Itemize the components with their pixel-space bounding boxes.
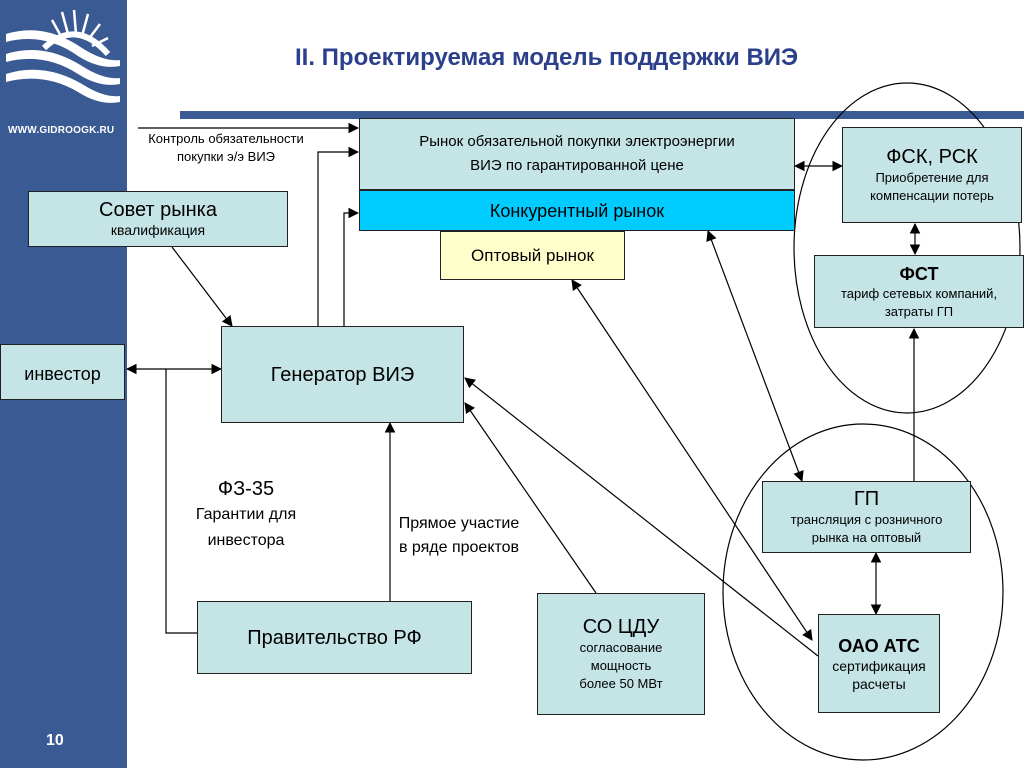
competitive-market-box[interactable]: Конкурентный рынок — [359, 190, 795, 231]
mandatory-market-line2: ВИЭ по гарантированной цене — [470, 157, 684, 174]
fz35-label: ФЗ-35 Гарантии для инвестора — [176, 476, 316, 554]
so-cdu-title: СО ЦДУ — [582, 616, 660, 638]
page-number: 10 — [46, 732, 64, 749]
wholesale-market-box[interactable]: Оптовый рынок — [440, 231, 625, 280]
ats-title: ОАО АТС — [838, 635, 920, 656]
website-label[interactable]: WWW.GIDROOGK.RU — [8, 125, 115, 136]
fz35-title: ФЗ-35 — [217, 478, 275, 500]
ats-box[interactable]: ОАО АТС сертификация расчеты — [818, 614, 940, 713]
fz35-line1: Гарантии для — [195, 506, 297, 523]
direct-participation-label: Прямое участие в ряде проектов — [374, 512, 544, 560]
generator-to-mandatory-arrow — [317, 146, 360, 326]
competitive-market-label: Конкурентный рынок — [489, 200, 665, 221]
fst-line1: тариф сетевых компаний, — [840, 285, 998, 301]
competitive-gp-arrow — [706, 229, 804, 483]
ats-line2: расчеты — [852, 675, 906, 692]
investor-label: инвестор — [24, 364, 101, 384]
government-label: Правительство РФ — [247, 626, 422, 649]
fsk-line1: Приобретение для — [875, 170, 989, 185]
fz35-line2: инвестора — [207, 532, 285, 549]
council-to-generator-arrow — [171, 246, 233, 327]
page-title: II. Проектируемая модель поддержки ВИЭ — [295, 44, 799, 71]
wholesale-market-label: Оптовый рынок — [471, 245, 594, 265]
control-label-line2: покупки э/э ВИЭ — [176, 149, 276, 164]
so-cdu-line3: более 50 МВт — [579, 676, 663, 691]
fst-line2: затраты ГП — [884, 303, 954, 319]
gp-line2: рынка на оптовый — [811, 530, 922, 545]
government-box[interactable]: Правительство РФ — [197, 601, 472, 674]
socdu-to-generator-arrow — [464, 402, 597, 594]
market-council-subtitle: квалификация — [110, 222, 206, 238]
gp-box[interactable]: ГП трансляция с розничного рынка на опто… — [762, 481, 971, 553]
direct-line1: Прямое участие — [398, 515, 520, 532]
generator-box[interactable]: Генератор ВИЭ — [221, 326, 464, 423]
wholesale-ats-arrow — [571, 279, 813, 641]
fst-box[interactable]: ФСТ тариф сетевых компаний, затраты ГП — [814, 255, 1024, 328]
ats-line1: сертификация — [832, 657, 926, 674]
fsk-title: ФСК, РСК — [886, 146, 978, 168]
title-underline-bar — [180, 111, 1024, 119]
fst-title: ФСТ — [899, 263, 939, 284]
direct-line2: в ряде проектов — [398, 539, 520, 556]
market-council-box[interactable]: Совет рынка квалификация — [28, 191, 288, 247]
generator-to-competitive-arrow — [343, 207, 360, 326]
gp-title: ГП — [853, 488, 880, 510]
so-cdu-line1: согласование — [579, 640, 663, 655]
fz35-line — [165, 369, 197, 634]
mandatory-market-box[interactable]: Рынок обязательной покупки электроэнерги… — [359, 118, 795, 190]
fsk-box[interactable]: ФСК, РСК Приобретение для компенсации по… — [842, 127, 1022, 223]
gp-line1: трансляция с розничного — [790, 512, 943, 527]
fsk-line2: компенсации потерь — [870, 188, 994, 203]
so-cdu-box[interactable]: СО ЦДУ согласование мощность более 50 МВ… — [537, 593, 705, 715]
gidroogk-logo-icon — [6, 9, 120, 103]
investor-box[interactable]: инвестор — [0, 344, 125, 400]
mandatory-market-line1: Рынок обязательной покупки электроэнерги… — [419, 133, 735, 150]
so-cdu-line2: мощность — [590, 658, 652, 673]
control-label: Контроль обязательности покупки э/э ВИЭ — [140, 130, 312, 166]
generator-label: Генератор ВИЭ — [270, 363, 415, 386]
market-council-title: Совет рынка — [99, 199, 217, 221]
control-label-line1: Контроль обязательности — [148, 131, 304, 146]
